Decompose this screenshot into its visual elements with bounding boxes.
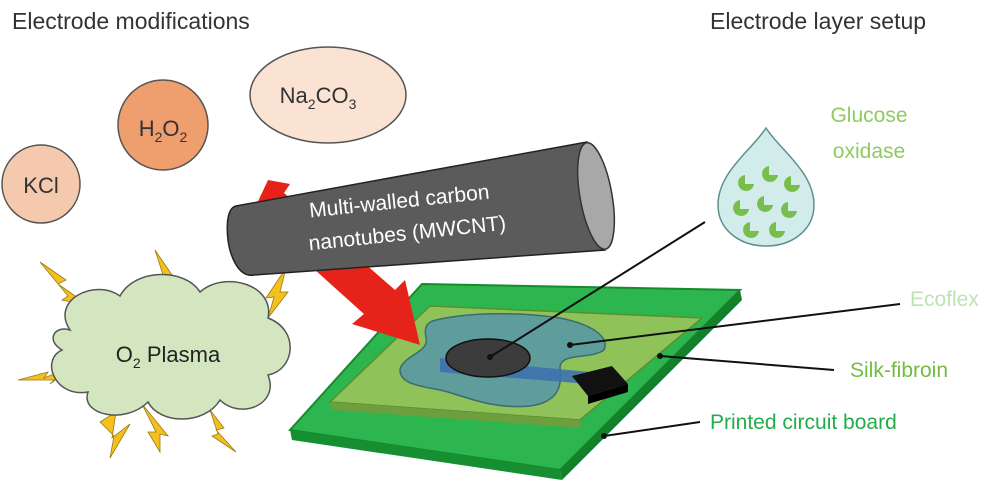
enzyme-icon xyxy=(738,175,754,191)
enzyme-icon xyxy=(733,200,749,216)
glucose-label-line1: Glucose xyxy=(830,104,907,127)
mwcnt-tube: Multi-walled carbon nanotubes (MWCNT) xyxy=(226,141,616,276)
glucose-oxidase-pointer xyxy=(489,221,706,358)
heading-electrode-modifications: Electrode modifications xyxy=(12,8,250,34)
pointer-lines xyxy=(489,221,901,437)
kcl-bubble: KCl xyxy=(1,144,81,224)
enzyme-icon xyxy=(757,196,773,212)
lightning-icon xyxy=(99,411,131,459)
silk-fibroin-label: Silk-fibroin xyxy=(850,359,948,382)
silk-fibroin-pointer xyxy=(659,355,835,371)
enzyme-icon xyxy=(743,222,759,238)
na2co3-label: Na2CO3 xyxy=(280,83,357,112)
o2-plasma-label: O2 Plasma xyxy=(116,342,221,371)
glucose-label-line2: oxidase xyxy=(833,140,905,163)
enzyme-icon xyxy=(769,222,785,238)
glucose-oxidase-enzymes xyxy=(733,166,800,238)
enzyme-icon xyxy=(762,166,778,182)
heading-electrode-layer-setup: Electrode layer setup xyxy=(710,8,926,34)
glucose-oxidase-droplet xyxy=(717,126,815,247)
lightning-icon xyxy=(209,409,237,453)
pcb-label: Printed circuit board xyxy=(710,411,897,434)
h2o2-label: H2O2 xyxy=(139,116,188,145)
o2-plasma-cloud: O2 Plasma xyxy=(50,273,291,420)
pointer-dots xyxy=(487,342,663,439)
connector xyxy=(572,366,628,404)
ecoflex-pointer xyxy=(569,303,901,346)
enzyme-icon xyxy=(784,176,800,192)
kcl-label: KCl xyxy=(23,173,58,198)
na2co3-bubble: Na2CO3 xyxy=(249,46,407,144)
pcb-pointer xyxy=(603,421,701,437)
ecoflex-label: Ecoflex xyxy=(910,288,979,311)
h2o2-bubble: H2O2 xyxy=(117,79,209,171)
enzyme-icon xyxy=(781,202,797,218)
